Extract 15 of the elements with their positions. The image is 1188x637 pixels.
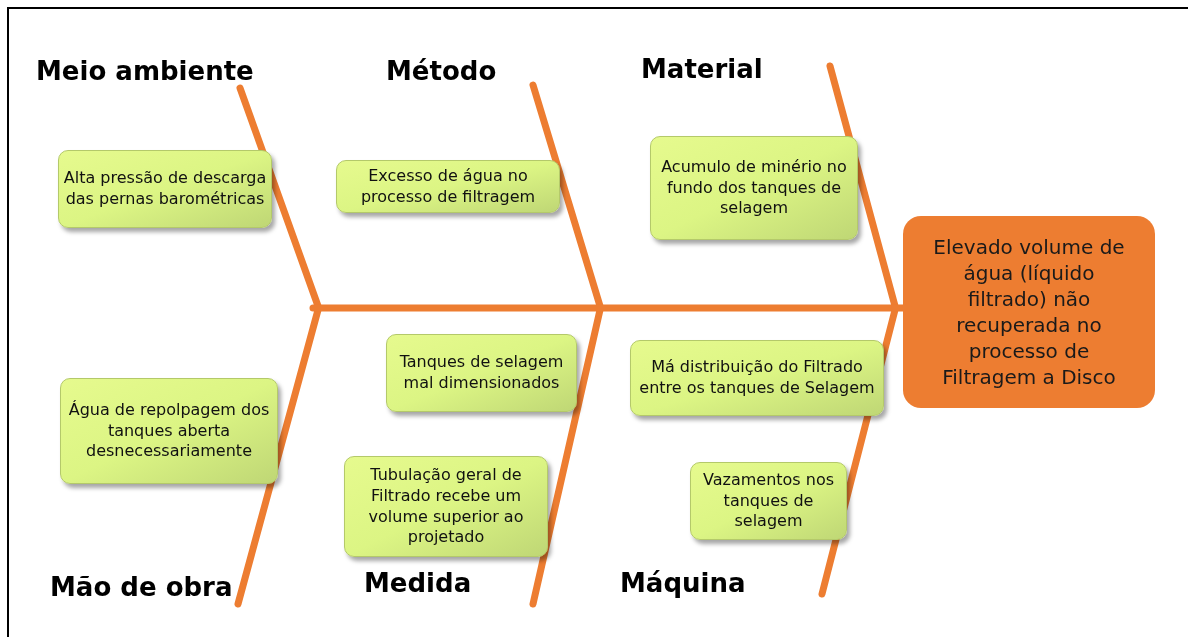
category-label: Medida (364, 570, 472, 596)
cause-box: Má distribuição do Filtrado entre os tanques de Selagem (630, 340, 884, 416)
category-label: Mão de obra (50, 574, 233, 600)
cause-box: Acumulo de minério no fundo dos tanques de selagem (650, 136, 858, 240)
cause-box: Tanques de selagem mal dimensionados (386, 334, 577, 412)
category-label: Meio ambiente (36, 58, 254, 84)
cause-box: Água de repolpagem dos tanques aberta desnecessariamente (60, 378, 278, 484)
cause-box: Tubulação geral de Filtrado recebe um volume superior ao projetado (344, 456, 548, 557)
category-label: Material (641, 56, 763, 82)
cause-box: Vazamentos nos tanques de selagem (690, 462, 847, 540)
effect-box: Elevado volume de água (líquido filtrado) não recuperada no processo de Filtragem a Disco (903, 216, 1155, 408)
category-label: Máquina (620, 570, 746, 596)
cause-box: Alta pressão de descarga das pernas barométricas (58, 150, 272, 228)
category-label: Método (386, 58, 497, 84)
cause-box: Excesso de água no processo de filtragem (336, 160, 560, 213)
